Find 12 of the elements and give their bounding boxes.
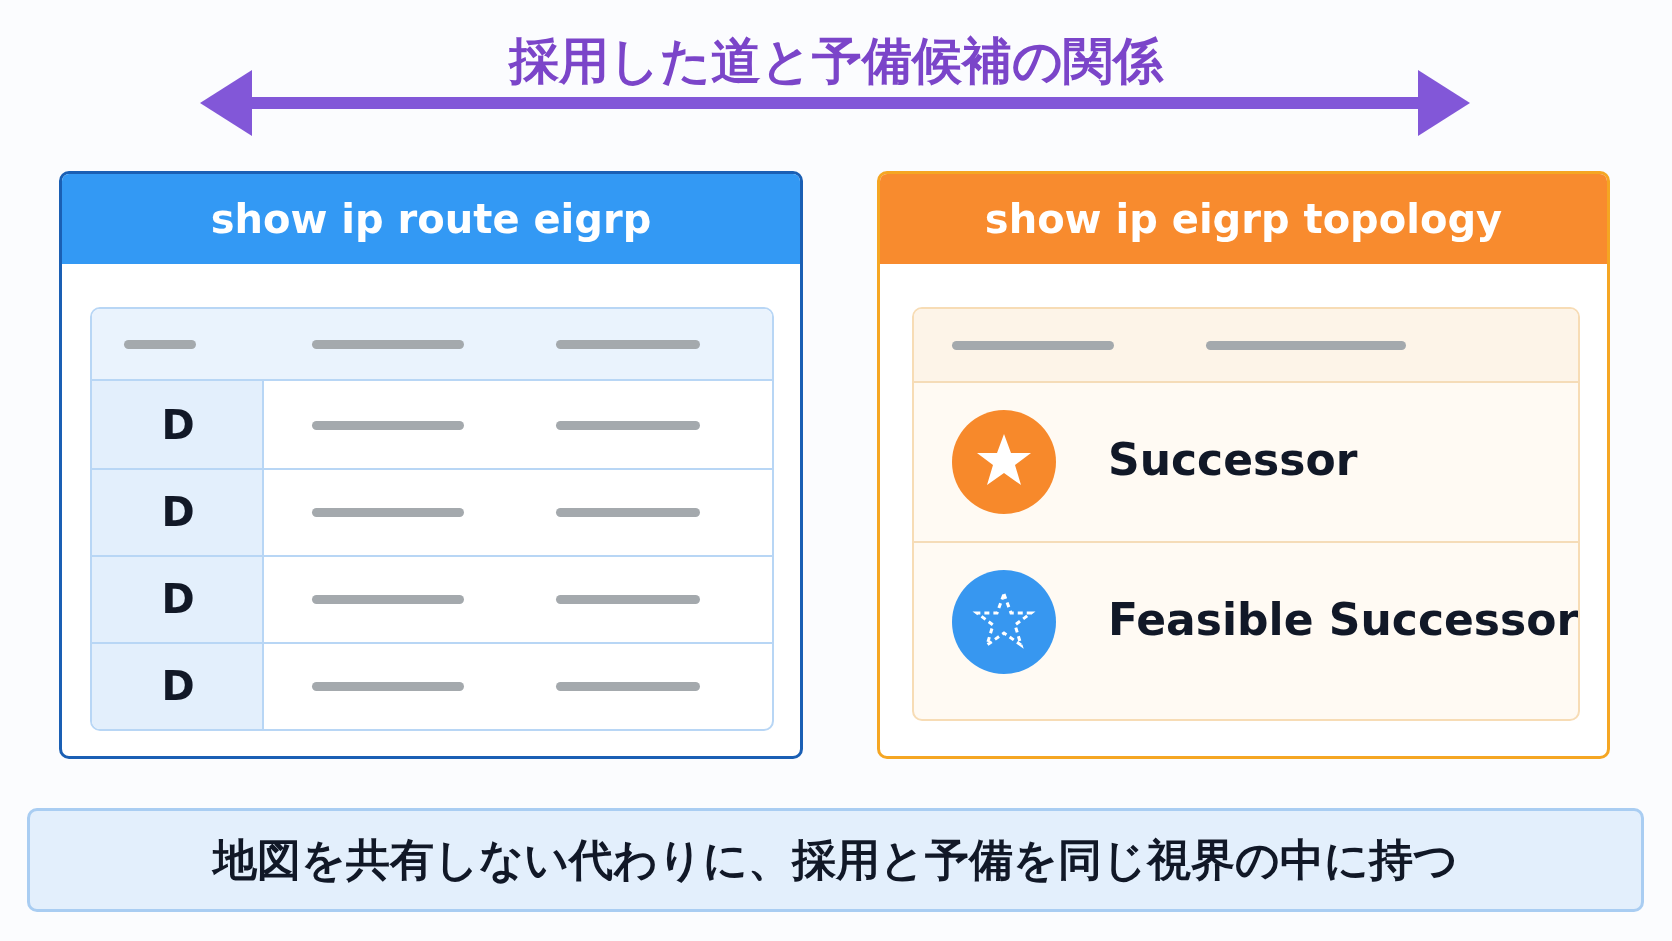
- route-code: D: [160, 487, 196, 537]
- summary-banner: 地図を共有しない代わりに、採用と予備を同じ視界の中に持つ: [27, 808, 1644, 912]
- panel-header: show ip eigrp topology: [880, 174, 1607, 264]
- route-code: D: [160, 574, 196, 624]
- route-code: D: [160, 661, 196, 711]
- topology-table-panel: [877, 171, 1610, 759]
- route-code: D: [160, 400, 196, 450]
- route-role-text: Successor: [1108, 434, 1358, 485]
- panel-header: show ip route eigrp: [62, 174, 800, 264]
- route-role-text: Feasible Successor: [1108, 594, 1578, 645]
- title: 採用した道と予備候補の関係: [507, 31, 1165, 92]
- route-table-panel: [59, 171, 803, 759]
